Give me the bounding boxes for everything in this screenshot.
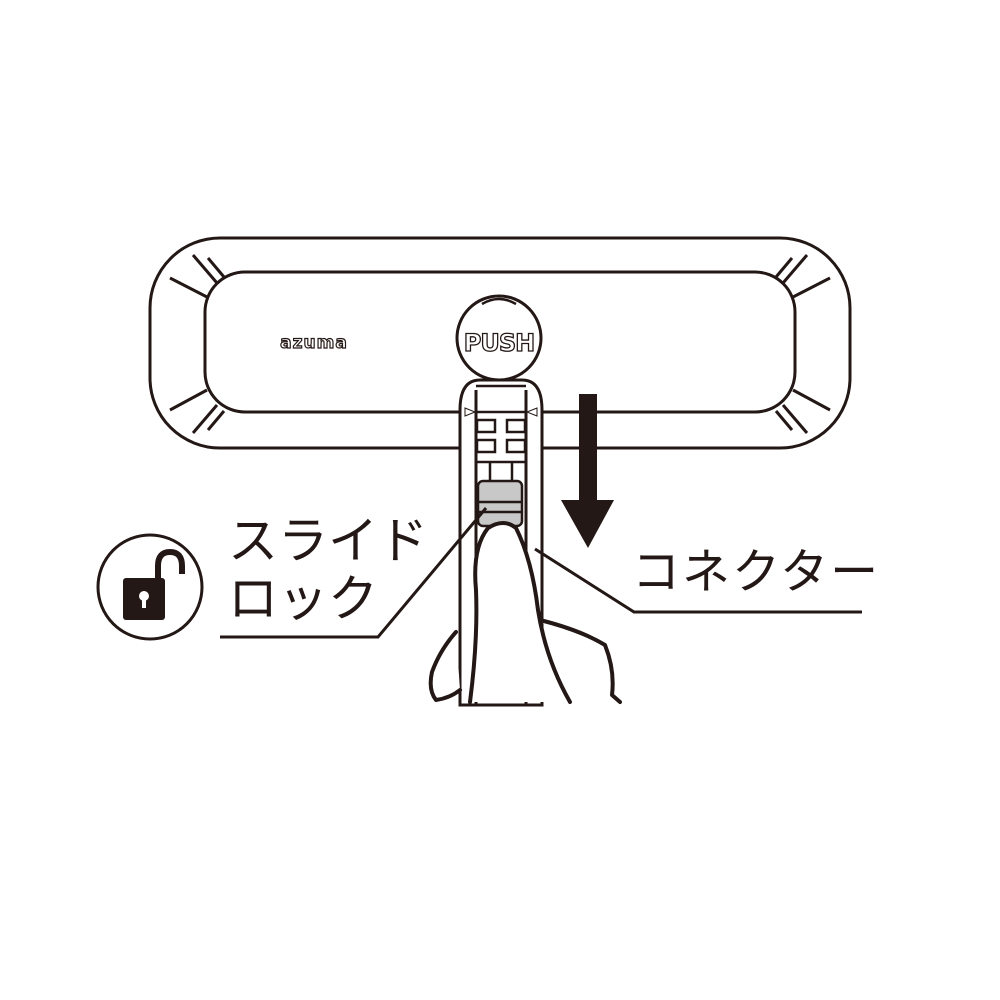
unlocked-padlock-icon <box>96 533 204 641</box>
slide-lock-callout: スライド ロック <box>228 516 428 632</box>
slide-lock-label-line1: スライド <box>228 512 428 570</box>
connector-callout: コネクター <box>632 544 881 600</box>
slide-lock-label-line2: ロック <box>228 570 378 628</box>
hand-illustration <box>428 521 622 704</box>
push-button[interactable]: PUSH <box>455 294 543 382</box>
slide-lock-slider[interactable] <box>476 479 524 528</box>
brand-logo: azuma <box>280 333 348 353</box>
arrow-down-icon <box>561 394 614 548</box>
push-button-label: PUSH <box>464 329 534 357</box>
callout-lines <box>220 507 862 639</box>
connector-notches <box>464 384 538 480</box>
